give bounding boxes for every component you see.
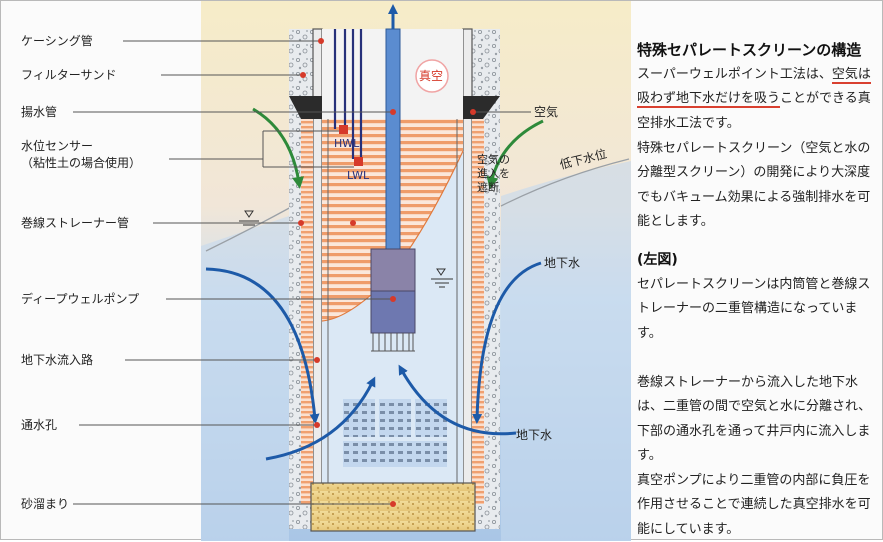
subheading: (左図) (637, 252, 678, 268)
groundwater-arrow-left (205, 267, 320, 424)
label-hwl: HWL (334, 137, 360, 150)
inflow-arrow-right (398, 364, 517, 436)
label-air-block-2: 進入を (477, 167, 510, 180)
body-paragraph-1: セパレートスクリーンは内筒管と巻線ストレーナーの二重管構造になっています。 (637, 277, 871, 341)
body-paragraph-3: 真空ポンプにより二重管の内部に負圧を作用させることで連続した真空排水を可能にして… (637, 473, 871, 537)
flow-holes (343, 441, 447, 467)
intro-paragraph-2: 特殊セパレートスクリーン（空気と水の分離型スクリーン）の開発により大深度でもバキ… (637, 141, 871, 230)
inflow-arrow-left (265, 376, 376, 461)
strainer-left (301, 119, 313, 504)
label-sensor-note: （粘性土の場合使用） (21, 155, 141, 170)
label-vacuum: 真空 (419, 69, 443, 83)
label-pump: ディープウェルポンプ (21, 291, 139, 306)
label-groundwater-right: 地下水 (544, 256, 580, 270)
riser-pipe (385, 28, 401, 250)
label-flow-hole: 通水孔 (21, 418, 57, 432)
label-sand-trap: 砂溜まり (21, 496, 69, 511)
label-riser-pipe: 揚水管 (21, 104, 57, 119)
label-air-block-3: 遮断 (477, 180, 499, 194)
vacuum-marker (415, 59, 449, 93)
title: 特殊セパレートスクリーンの構造 (637, 41, 862, 59)
label-inflow-path: 地下水流入路 (21, 352, 93, 367)
label-air-block-1: 空気の (477, 152, 510, 166)
label-casing: ケーシング管 (21, 33, 93, 48)
label-groundwater-bottom: 地下水 (516, 428, 552, 442)
groundwater-arrow-right (472, 261, 542, 424)
air-arrow-right (486, 119, 544, 189)
label-sensor: 水位センサー (21, 138, 93, 153)
label-lwl: LWL (347, 169, 370, 182)
air-arrow-left (252, 107, 305, 189)
label-air: 空気 (534, 104, 558, 119)
deep-well-pump (370, 248, 416, 292)
water-table-left (205, 205, 294, 252)
strainer-right (472, 119, 484, 504)
label-strainer: 巻線ストレーナー管 (21, 215, 129, 230)
intro-part-1: スーパーウェルポイント工法は、 (637, 67, 832, 82)
intro-part-3: ことができる真空排水工法です。 (637, 91, 871, 131)
sensor-hwl (339, 125, 348, 134)
intro-highlight: 空気は吸わず地下水だけを吸う (637, 67, 871, 109)
label-filter-sand: フィルターサンド (21, 68, 117, 82)
water-table-right (500, 158, 630, 207)
intro-text: スーパーウェルポイント工法は、空気は吸わず地下水だけを吸うことができる真空排水工… (637, 63, 877, 136)
sensor-lwl (354, 157, 363, 166)
body-paragraph-2: 巻線ストレーナーから流入した地下水は、二重管の間で空気と水に分離され、下部の通水… (637, 375, 872, 464)
